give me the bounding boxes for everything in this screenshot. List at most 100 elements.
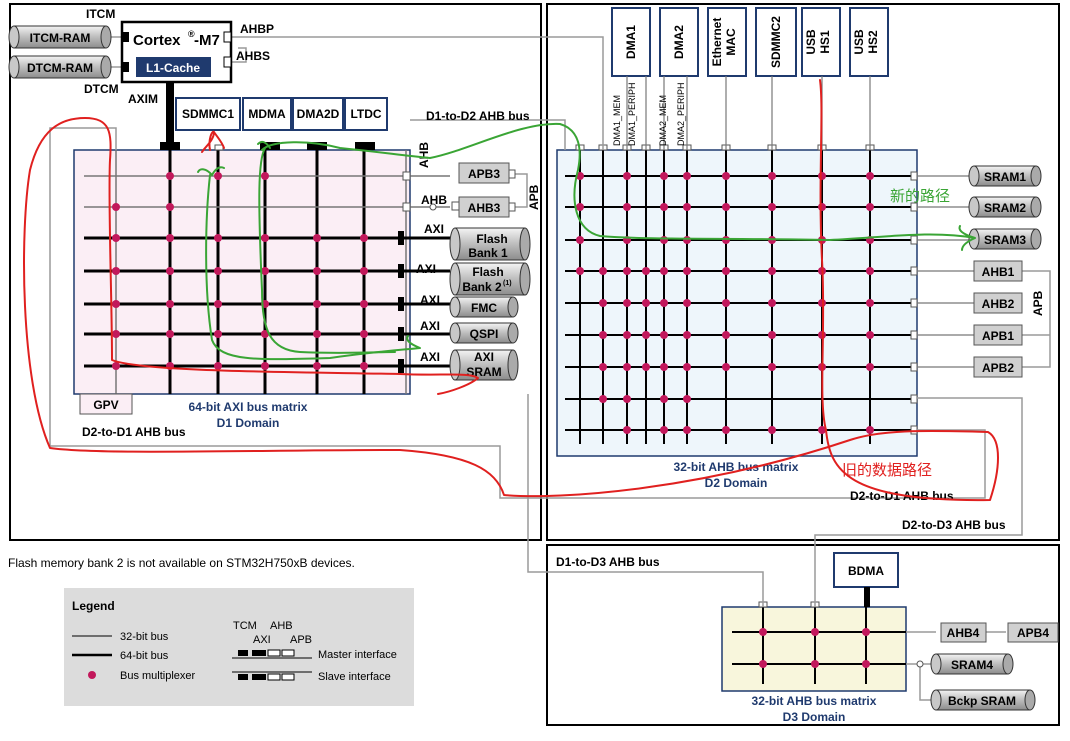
axi-label: AXI	[416, 262, 436, 276]
bus-multiplexer	[683, 267, 691, 275]
bus-multiplexer	[360, 300, 368, 308]
bus-multiplexer	[768, 299, 776, 307]
bus-multiplexer	[599, 395, 607, 403]
cpu-registered-mark: ®	[188, 29, 195, 39]
axi-sram	[449, 349, 519, 381]
axi-label: AXI	[420, 293, 440, 307]
bus-multiplexer	[214, 362, 222, 370]
bus-multiplexer	[722, 203, 730, 211]
bus-multiplexer	[112, 330, 120, 338]
bus-multiplexer	[660, 426, 668, 434]
bdma-label: BDMA	[848, 564, 884, 578]
dtcm-port-label: DTCM	[84, 82, 119, 96]
flash-bank1-label-b: Bank 1	[468, 246, 508, 260]
bus-multiplexer	[623, 203, 631, 211]
sram4	[930, 653, 1014, 675]
bus-multiplexer	[623, 172, 631, 180]
d2-slave-label: AHB1	[982, 265, 1015, 279]
d1-master-box	[175, 97, 241, 131]
legend-apb: APB	[290, 634, 312, 646]
bus-multiplexer	[818, 203, 826, 211]
legend-master: Master interface	[318, 649, 397, 661]
flash-bank1	[449, 227, 531, 261]
ahb3-label: AHB3	[468, 201, 501, 215]
d1-master-box	[292, 97, 344, 131]
l1-cache-label: L1-Cache	[146, 61, 200, 75]
apb3-label: APB3	[468, 167, 500, 181]
bus-multiplexer	[862, 660, 870, 668]
bus-multiplexer	[642, 299, 650, 307]
axi-sram-label-a: AXI	[474, 350, 494, 364]
bus-multiplexer	[576, 203, 584, 211]
d1-master-box	[344, 97, 388, 131]
d2-master-port-label: DMA2_MEM	[658, 95, 668, 146]
d2-master-label: Ethernet	[710, 18, 724, 67]
d2-apb-vertical-label: APB	[1031, 290, 1045, 316]
new-data-path-annotation	[197, 122, 976, 361]
bus-multiplexer	[722, 331, 730, 339]
flash-bank2	[449, 262, 531, 296]
bus-multiplexer	[214, 330, 222, 338]
d1-matrix-title: 64-bit AXI bus matrix	[189, 400, 308, 414]
bus-multiplexer	[768, 203, 776, 211]
d2-to-d3-bus-label: D2-to-D3 AHB bus	[902, 518, 1006, 532]
dtcm-ram: DTCM-RAM	[8, 55, 112, 79]
itcm-ram: ITCM-RAM	[8, 25, 112, 49]
legend-tcm: TCM	[233, 620, 257, 632]
bus-multiplexer	[261, 267, 269, 275]
axi-sram-label-b: SRAM	[466, 365, 501, 379]
bckp-sram-label: Bckp SRAM	[948, 694, 1016, 708]
d1-ahb-vertical-label: AHB	[417, 142, 431, 168]
axi-port	[398, 359, 404, 373]
bus-multiplexer	[313, 362, 321, 370]
d2-master-box	[707, 7, 747, 77]
axi-port	[398, 297, 404, 311]
d2-master-port-label: DMA2_PERIPH	[676, 82, 686, 146]
bus-multiplexer	[862, 628, 870, 636]
bus-multiplexer	[866, 363, 874, 371]
legend-title: Legend	[72, 599, 115, 613]
bus-multiplexer	[166, 234, 174, 242]
d2-slave-box	[973, 356, 1023, 378]
d2-master-box	[659, 7, 699, 77]
bus-multiplexer	[683, 203, 691, 211]
d3-domain: BDMA AHB4 APB4 SRAM4 Bckp SRAM 32-bit AH…	[752, 552, 1059, 724]
d2-master-label: USB	[852, 29, 866, 55]
grey-bus-lines	[49, 36, 1051, 701]
d2-slave-port	[910, 330, 918, 340]
bus-multiplexer	[818, 172, 826, 180]
d2-master-label: DMA1	[624, 25, 638, 59]
apb4-label: APB4	[1017, 626, 1049, 640]
bus-multiplexer	[313, 300, 321, 308]
axi-label: AXI	[424, 222, 444, 236]
d2-master-label-2: HS2	[866, 30, 880, 54]
bus-multiplexer	[623, 299, 631, 307]
bus-multiplexer	[768, 172, 776, 180]
d2-slave-port	[910, 394, 918, 404]
bus-multiplexer	[642, 331, 650, 339]
bus-multiplexer	[214, 172, 222, 180]
d2-slave-box	[973, 324, 1023, 346]
flash-bank1-label-a: Flash	[476, 232, 507, 246]
bus-multiplexer	[683, 331, 691, 339]
bus-multiplexer	[759, 660, 767, 668]
bus-multiplexer	[599, 331, 607, 339]
sram2-label: SRAM2	[984, 201, 1026, 215]
bus-multiplexer	[360, 362, 368, 370]
bus-multiplexer	[261, 330, 269, 338]
bus-multiplexer	[818, 426, 826, 434]
d2-slave-port	[910, 266, 918, 276]
bus-multiplexer	[261, 172, 269, 180]
ahb-port	[402, 171, 411, 181]
d2-slave-box	[973, 292, 1023, 314]
d2-slave-label: APB2	[982, 361, 1014, 375]
legend-ahb: AHB	[270, 620, 293, 632]
bus-multiplexer	[576, 267, 584, 275]
domain-frames	[9, 3, 1060, 726]
bus-multiplexer	[660, 172, 668, 180]
bus-multiplexer	[214, 267, 222, 275]
